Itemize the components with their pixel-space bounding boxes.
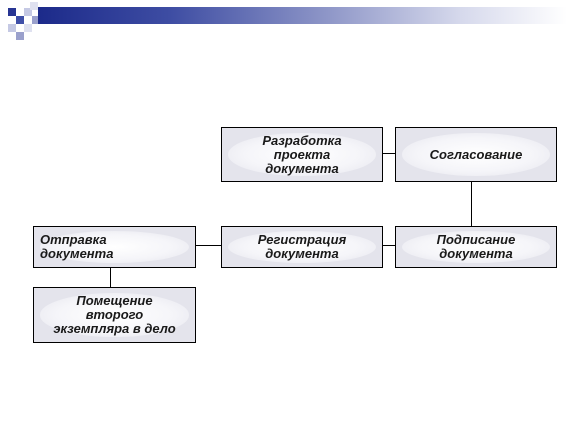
decor-square bbox=[32, 16, 40, 24]
node-registration-label: Регистрация документа bbox=[257, 232, 347, 261]
connector-approval-signing bbox=[471, 181, 472, 227]
node-development-label: Разработка проекта документа bbox=[262, 132, 342, 176]
node-approval: Согласование bbox=[395, 127, 557, 182]
node-development: Разработка проекта документа bbox=[221, 127, 383, 182]
node-signing-label: Подписание документа bbox=[436, 232, 516, 261]
decor-square bbox=[16, 16, 24, 24]
decor-square bbox=[24, 8, 32, 16]
node-approval-label: Согласование bbox=[429, 146, 523, 162]
connector-sending-filing bbox=[110, 267, 111, 288]
decor-square bbox=[30, 2, 38, 10]
node-signing: Подписание документа bbox=[395, 226, 557, 268]
node-filing: Помещение второго экземпляра в дело bbox=[33, 287, 196, 343]
connector-development-approval bbox=[382, 153, 396, 154]
node-filing-label: Помещение второго экземпляра в дело bbox=[53, 293, 176, 336]
header-gradient-bar bbox=[38, 7, 567, 24]
decor-square bbox=[16, 32, 24, 40]
decor-square bbox=[8, 24, 16, 32]
decor-square bbox=[8, 8, 16, 16]
connector-registration-signing bbox=[382, 245, 396, 246]
decor-square bbox=[24, 24, 32, 32]
connector-sending-registration bbox=[195, 245, 222, 246]
node-registration: Регистрация документа bbox=[221, 226, 383, 268]
node-sending: Отправка документа bbox=[33, 226, 196, 268]
node-sending-label: Отправка документа bbox=[40, 232, 114, 261]
